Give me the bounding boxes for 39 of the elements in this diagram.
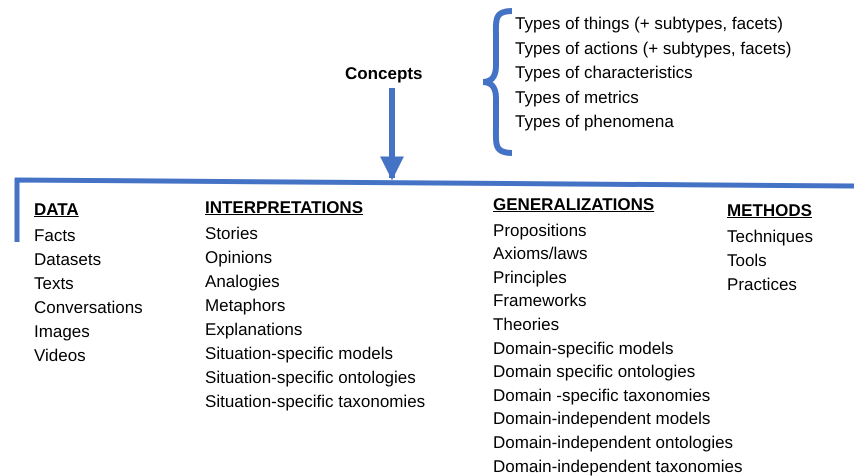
list-item: Domain-independent models [493, 409, 710, 430]
list-item: Domain -specific taxonomies [493, 386, 710, 406]
list-item: Situation-specific ontologies [205, 368, 416, 388]
list-item: Types of things (+ subtypes, facets) [515, 14, 783, 34]
list-item: Domain-specific models [493, 338, 674, 359]
list-item: Situation-specific taxonomies [205, 392, 426, 412]
column-heading: GENERALIZATIONS [493, 195, 654, 215]
column-heading: METHODS [727, 201, 812, 221]
list-item: Texts [34, 274, 74, 294]
list-item: Explanations [205, 320, 302, 340]
list-item: Opinions [205, 248, 272, 268]
list-item: Domain-independent taxonomies [493, 456, 742, 476]
arrow [380, 88, 404, 180]
list-item: Facts [34, 226, 76, 246]
list-item: Videos [34, 346, 86, 366]
list-item: Types of actions (+ subtypes, facets) [515, 38, 792, 58]
list-item: Domain specific ontologies [493, 362, 696, 382]
list-item: Practices [727, 275, 797, 295]
list-item: Theories [493, 315, 560, 335]
list-item: Principles [493, 268, 567, 288]
list-item: Analogies [205, 272, 280, 292]
list-item: Tools [727, 251, 767, 271]
list-item: Frameworks [493, 291, 587, 312]
list-item: Domain-independent ontologies [493, 433, 734, 453]
list-item: Types of phenomena [515, 112, 674, 132]
concept-label: Concepts [345, 64, 439, 86]
column-heading: DATA [34, 200, 79, 220]
list-item: Types of characteristics [515, 63, 693, 83]
list-item: Datasets [34, 250, 102, 270]
list-item: Metaphors [205, 296, 286, 316]
list-item: Stories [205, 224, 258, 244]
list-item: Propositions [493, 220, 587, 241]
list-item: Images [34, 322, 90, 342]
list-item: Techniques [727, 227, 814, 247]
list-item: Conversations [34, 298, 143, 318]
list-item: Axioms/laws [493, 244, 588, 264]
column-heading: INTERPRETATIONS [205, 198, 364, 218]
list-item: Types of metrics [515, 88, 639, 108]
list-item: Situation-specific models [205, 344, 394, 364]
